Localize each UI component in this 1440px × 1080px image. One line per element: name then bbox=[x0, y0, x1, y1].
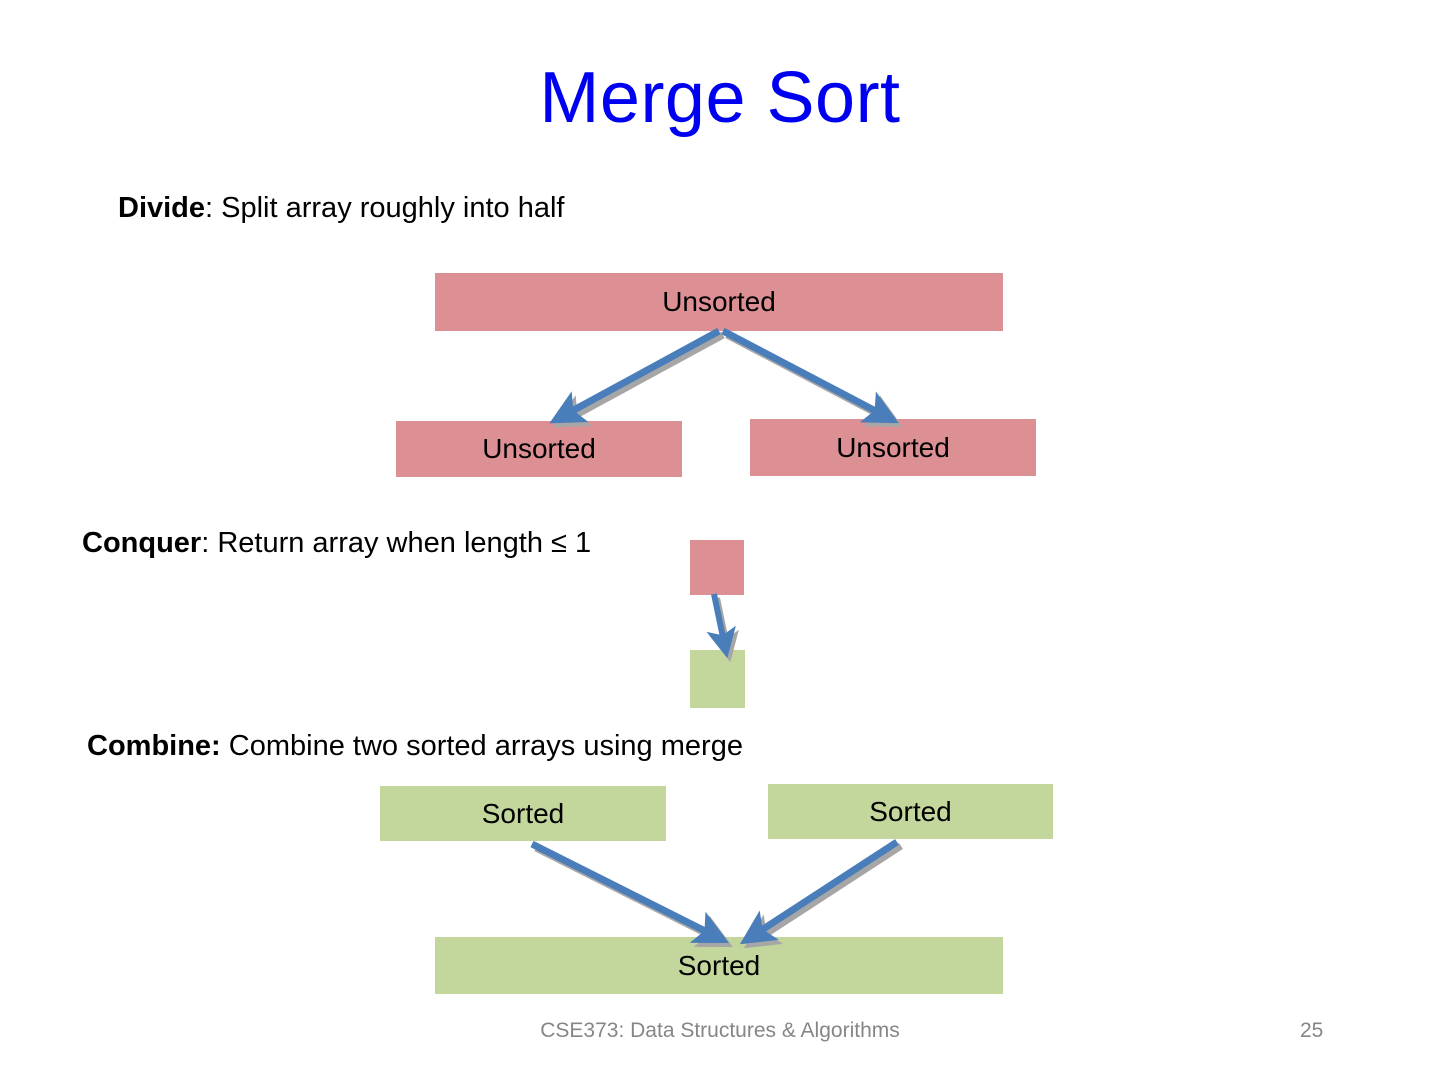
bullet-divide-lead: Divide bbox=[118, 192, 206, 224]
box-conquer-input bbox=[690, 540, 744, 595]
footer-course-label: CSE373: Data Structures & Algorithms bbox=[540, 1019, 900, 1042]
bullet-combine: Combine: Combine two sorted arrays using… bbox=[87, 730, 743, 763]
bullet-combine-rest: Combine two sorted arrays using merge bbox=[220, 730, 743, 762]
box-sorted-result-label: Sorted bbox=[677, 949, 761, 981]
box-conquer-output bbox=[690, 650, 745, 708]
box-unsorted-right-label: Unsorted bbox=[836, 431, 950, 463]
box-unsorted-right: Unsorted bbox=[750, 419, 1036, 476]
arrow-conquer-down bbox=[706, 593, 739, 663]
bullet-conquer-lead: Conquer bbox=[82, 527, 202, 559]
bullet-divide-rest: : Split array roughly into half bbox=[205, 192, 565, 224]
arrow-divide-right bbox=[721, 327, 903, 428]
page-title: Merge Sort bbox=[539, 58, 901, 138]
slide-number: 25 bbox=[1300, 1019, 1324, 1042]
bullet-conquer: Conquer: Return array when length ≤ 1 bbox=[82, 527, 592, 560]
box-unsorted-parent: Unsorted bbox=[435, 273, 1003, 331]
box-sorted-result: Sorted bbox=[435, 937, 1003, 994]
box-unsorted-left-label: Unsorted bbox=[482, 433, 596, 464]
box-unsorted-parent-label: Unsorted bbox=[662, 286, 776, 317]
box-sorted-left-label: Sorted bbox=[481, 797, 565, 829]
arrow-combine-right bbox=[739, 839, 903, 949]
arrow-divide-left bbox=[549, 327, 725, 428]
bullet-divide: Divide: Split array roughly into half bbox=[118, 192, 565, 225]
box-sorted-right: Sorted bbox=[768, 784, 1053, 839]
box-sorted-right-label: Sorted bbox=[869, 795, 952, 827]
bullet-combine-lead: Combine: bbox=[87, 730, 221, 762]
bullet-conquer-rest: : Return array when length ≤ 1 bbox=[201, 527, 592, 559]
box-sorted-left: Sorted bbox=[380, 786, 666, 841]
box-unsorted-left: Unsorted bbox=[396, 421, 682, 477]
arrow-combine-left bbox=[530, 840, 733, 947]
